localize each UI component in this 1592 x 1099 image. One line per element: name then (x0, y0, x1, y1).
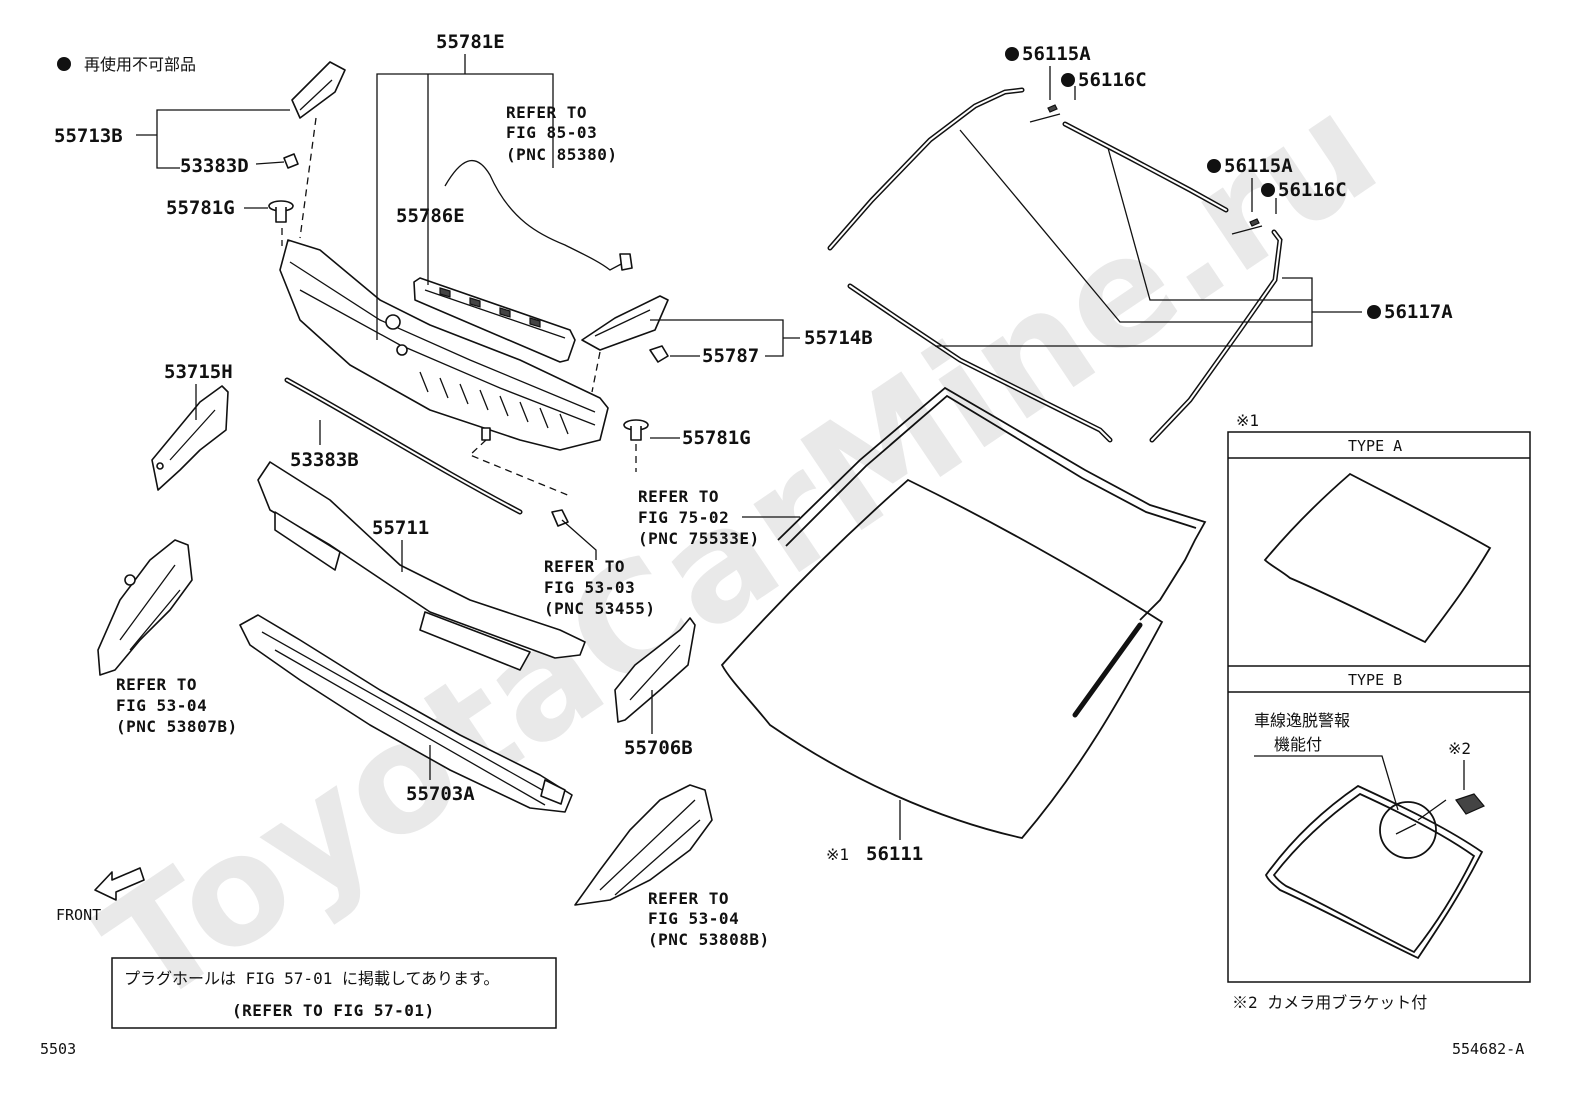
plug-hole-note-box (111, 957, 557, 1029)
ref-53-03-line1: REFER TO (544, 557, 625, 576)
apron-right-53808b (574, 784, 713, 906)
label-56115a-a: 56115A (1022, 43, 1091, 65)
label-56115a-b-bullet-icon (1207, 159, 1221, 173)
label-55787: 55787 (702, 345, 759, 367)
label-53383b: 53383B (290, 449, 359, 471)
lane-note-2: 機能付 (1274, 735, 1322, 754)
type-a-label: TYPE A (1348, 437, 1402, 455)
ref-53-04b-line3: (PNC 53808B) (648, 930, 770, 949)
label-56116c-b: 56116C (1278, 179, 1347, 201)
label-55711: 55711 (372, 517, 429, 539)
front-label: FRONT (56, 906, 101, 924)
plug-hole-note-line1: プラグホールは FIG 57-01 に掲載してあります。 (124, 969, 499, 988)
lane-camera-highlight (1379, 801, 1437, 859)
part-56115a-b[interactable] (1249, 218, 1260, 227)
page-code: 5503 (40, 1040, 76, 1058)
ref-53-04b-line1: REFER TO (648, 889, 729, 908)
ref-53-03-line2: FIG 53-03 (544, 578, 635, 597)
label-56116c-a-bullet-icon (1061, 73, 1075, 87)
camera-bracket-icon (1455, 793, 1485, 815)
label-55781g-b: 55781G (682, 427, 751, 449)
front-arrow-icon (94, 867, 145, 901)
label-55706b: 55706B (624, 737, 693, 759)
type-b-glass (1264, 784, 1484, 960)
washer-hose (444, 160, 626, 271)
label-55703a: 55703A (406, 783, 475, 805)
ref-75-02-line2: FIG 75-02 (638, 508, 729, 527)
ref-53-04b-line2: FIG 53-04 (648, 909, 739, 928)
label-53383d: 53383D (180, 155, 249, 177)
part-55787-clip[interactable] (649, 345, 669, 363)
ref-53-03-line3: (PNC 53455) (544, 599, 655, 618)
lane-note-1: 車線逸脱警報 (1254, 711, 1350, 730)
ref-75-02-line3: (PNC 75533E) (638, 529, 760, 548)
part-55706b-bracket[interactable] (614, 617, 696, 723)
camera-mark: ※2 (1448, 739, 1471, 758)
part-55786e-cowl-grille[interactable] (413, 277, 576, 363)
non-reusable-bullet-icon (57, 57, 71, 71)
label-56116c-a: 56116C (1078, 69, 1147, 91)
windshield-gasket (777, 386, 1207, 621)
label-56115a-a-bullet-icon (1005, 47, 1019, 61)
label-53715h: 53715H (164, 361, 233, 383)
ref-85-03-line3: (PNC 85380) (506, 145, 617, 164)
legend-text: 再使用不可部品 (84, 55, 196, 74)
part-55781g-clip-a[interactable] (268, 200, 294, 223)
ref-53-04a-line3: (PNC 53807B) (116, 717, 238, 736)
label-55714b: 55714B (804, 327, 873, 349)
label-56115a-b: 56115A (1224, 155, 1293, 177)
ref-85-03-line1: REFER TO (506, 103, 587, 122)
label-55786e: 55786E (396, 205, 465, 227)
label-56117a-bullet-icon (1367, 305, 1381, 319)
part-55781g-clip-b[interactable] (623, 419, 649, 441)
type-a-glass (1263, 472, 1492, 644)
label-56117a: 56117A (1384, 301, 1453, 323)
part-53383d-clip[interactable] (283, 153, 299, 169)
ref-85-03-line2: FIG 85-03 (506, 123, 597, 142)
part-55713b[interactable] (291, 61, 346, 119)
apron-left-53807b (97, 539, 193, 676)
type-box (1227, 431, 1531, 983)
ref-75-02-line1: REFER TO (638, 487, 719, 506)
drawing-code: 554682-A (1452, 1040, 1524, 1058)
ref-53-04a-line2: FIG 53-04 (116, 696, 207, 715)
footnote-camera-bracket: ※2 カメラ用ブラケット付 (1232, 993, 1427, 1012)
label-56111-mark: ※1 (826, 845, 849, 864)
part-55714b[interactable] (581, 295, 669, 351)
label-55781g-a: 55781G (166, 197, 235, 219)
label-55781e: 55781E (436, 31, 505, 53)
windshield-glass-56111[interactable] (720, 478, 1164, 839)
label-56111: 56111 (866, 843, 923, 865)
ref-53-04a-line1: REFER TO (116, 675, 197, 694)
windshield-inner-strip (1072, 622, 1143, 718)
part-56115a-a[interactable] (1047, 104, 1058, 113)
type-box-mark: ※1 (1236, 411, 1259, 430)
plug-hole-note-line2: (REFER TO FIG 57-01) (232, 1001, 435, 1020)
label-55713b: 55713B (54, 125, 123, 147)
label-56116c-b-bullet-icon (1261, 183, 1275, 197)
type-b-label: TYPE B (1348, 671, 1402, 689)
